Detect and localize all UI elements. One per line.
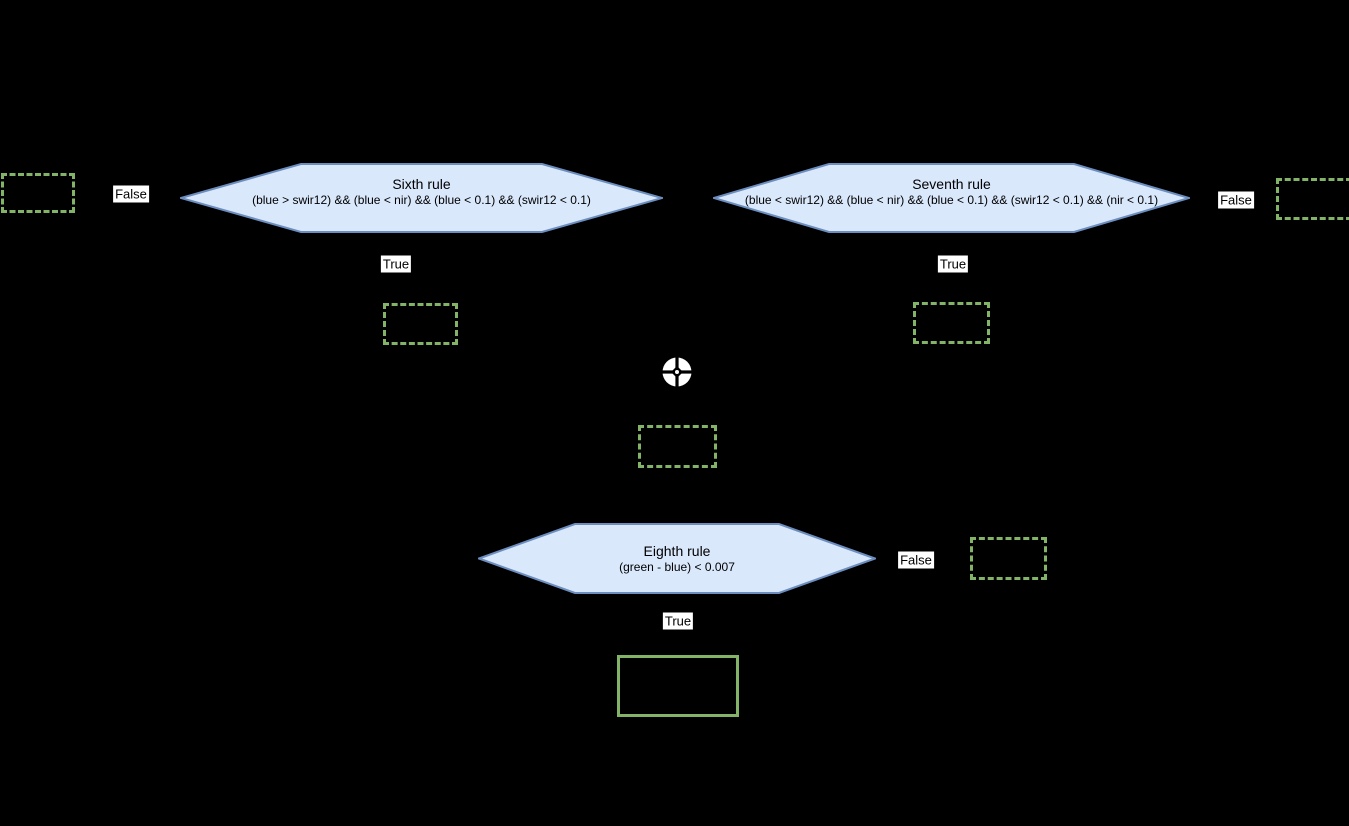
edge-label-sixth-true[interactable]: True [380, 255, 412, 273]
terminal-box-seventh-false[interactable] [1276, 178, 1349, 220]
decision-node-seventh-rule[interactable]: Seventh rule (blue < swir12) && (blue < … [713, 163, 1190, 233]
crosshair-icon[interactable] [660, 353, 694, 391]
result-box-eighth-true[interactable] [617, 655, 739, 717]
terminal-box-seventh-true[interactable] [913, 302, 990, 344]
edge-label-eighth-false[interactable]: False [898, 551, 934, 569]
edge-label-seventh-false[interactable]: False [1218, 191, 1254, 209]
edge-label-sixth-false[interactable]: False [113, 185, 149, 203]
edge-label-seventh-true[interactable]: True [937, 255, 969, 273]
terminal-box-center[interactable] [638, 425, 717, 468]
terminal-box-sixth-true[interactable] [383, 303, 458, 345]
node-title: Eighth rule [643, 543, 711, 559]
node-text: Sixth rule (blue > swir12) && (blue < ni… [180, 163, 663, 233]
node-title: Sixth rule [392, 176, 451, 192]
node-title: Seventh rule [912, 176, 991, 192]
terminal-box-sixth-false[interactable] [1, 173, 75, 213]
node-condition: (green - blue) < 0.007 [619, 560, 735, 574]
edge-label-eighth-true[interactable]: True [662, 612, 694, 630]
node-text: Eighth rule (green - blue) < 0.007 [478, 523, 876, 594]
decision-node-eighth-rule[interactable]: Eighth rule (green - blue) < 0.007 [478, 523, 876, 594]
node-text: Seventh rule (blue < swir12) && (blue < … [713, 163, 1190, 233]
decision-node-sixth-rule[interactable]: Sixth rule (blue > swir12) && (blue < ni… [180, 163, 663, 233]
terminal-box-eighth-false[interactable] [970, 537, 1047, 580]
node-condition: (blue < swir12) && (blue < nir) && (blue… [744, 193, 1159, 207]
hexagon-shape [478, 523, 876, 594]
node-condition: (blue > swir12) && (blue < nir) && (blue… [252, 193, 591, 207]
hexagon-shape [180, 163, 663, 233]
hexagon-shape [713, 163, 1190, 233]
